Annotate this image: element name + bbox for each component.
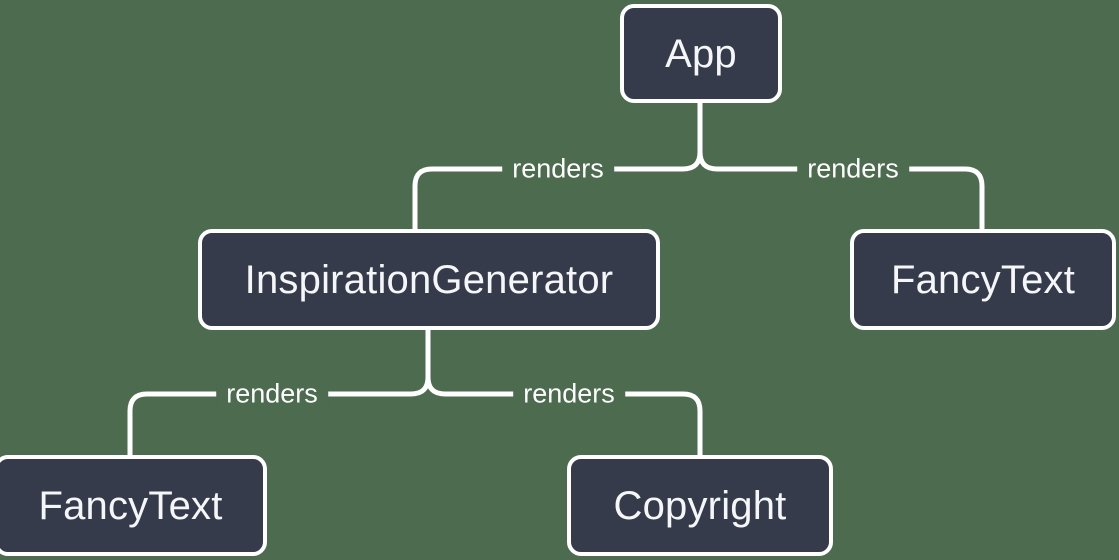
node-app[interactable]: App [620,4,782,103]
node-inspiration-generator[interactable]: InspirationGenerator [198,229,660,330]
node-fancytext-right[interactable]: FancyText [850,229,1116,330]
edge-app-to-fancytext-right-line [697,151,985,229]
edge-inspiration-to-fancytext-line [127,376,431,455]
edge-label-app-to-inspiration: renders [502,155,614,183]
node-inspiration-generator-label: InspirationGenerator [244,257,614,302]
edge-label-inspiration-to-fancytext: renders [216,380,328,408]
edge-label-app-to-fancytext-right: renders [797,155,909,183]
node-fancytext-bottom[interactable]: FancyText [0,455,267,556]
node-fancytext-bottom-label: FancyText [38,483,223,528]
edge-app-to-inspiration-line [412,151,703,229]
node-fancytext-right-label: FancyText [890,257,1076,302]
node-copyright[interactable]: Copyright [567,455,833,556]
node-copyright-label: Copyright [613,483,787,528]
node-app-label: App [665,31,737,76]
edge-inspiration-to-copyright-line [425,376,703,455]
edge-label-inspiration-to-copyright: renders [513,380,625,408]
